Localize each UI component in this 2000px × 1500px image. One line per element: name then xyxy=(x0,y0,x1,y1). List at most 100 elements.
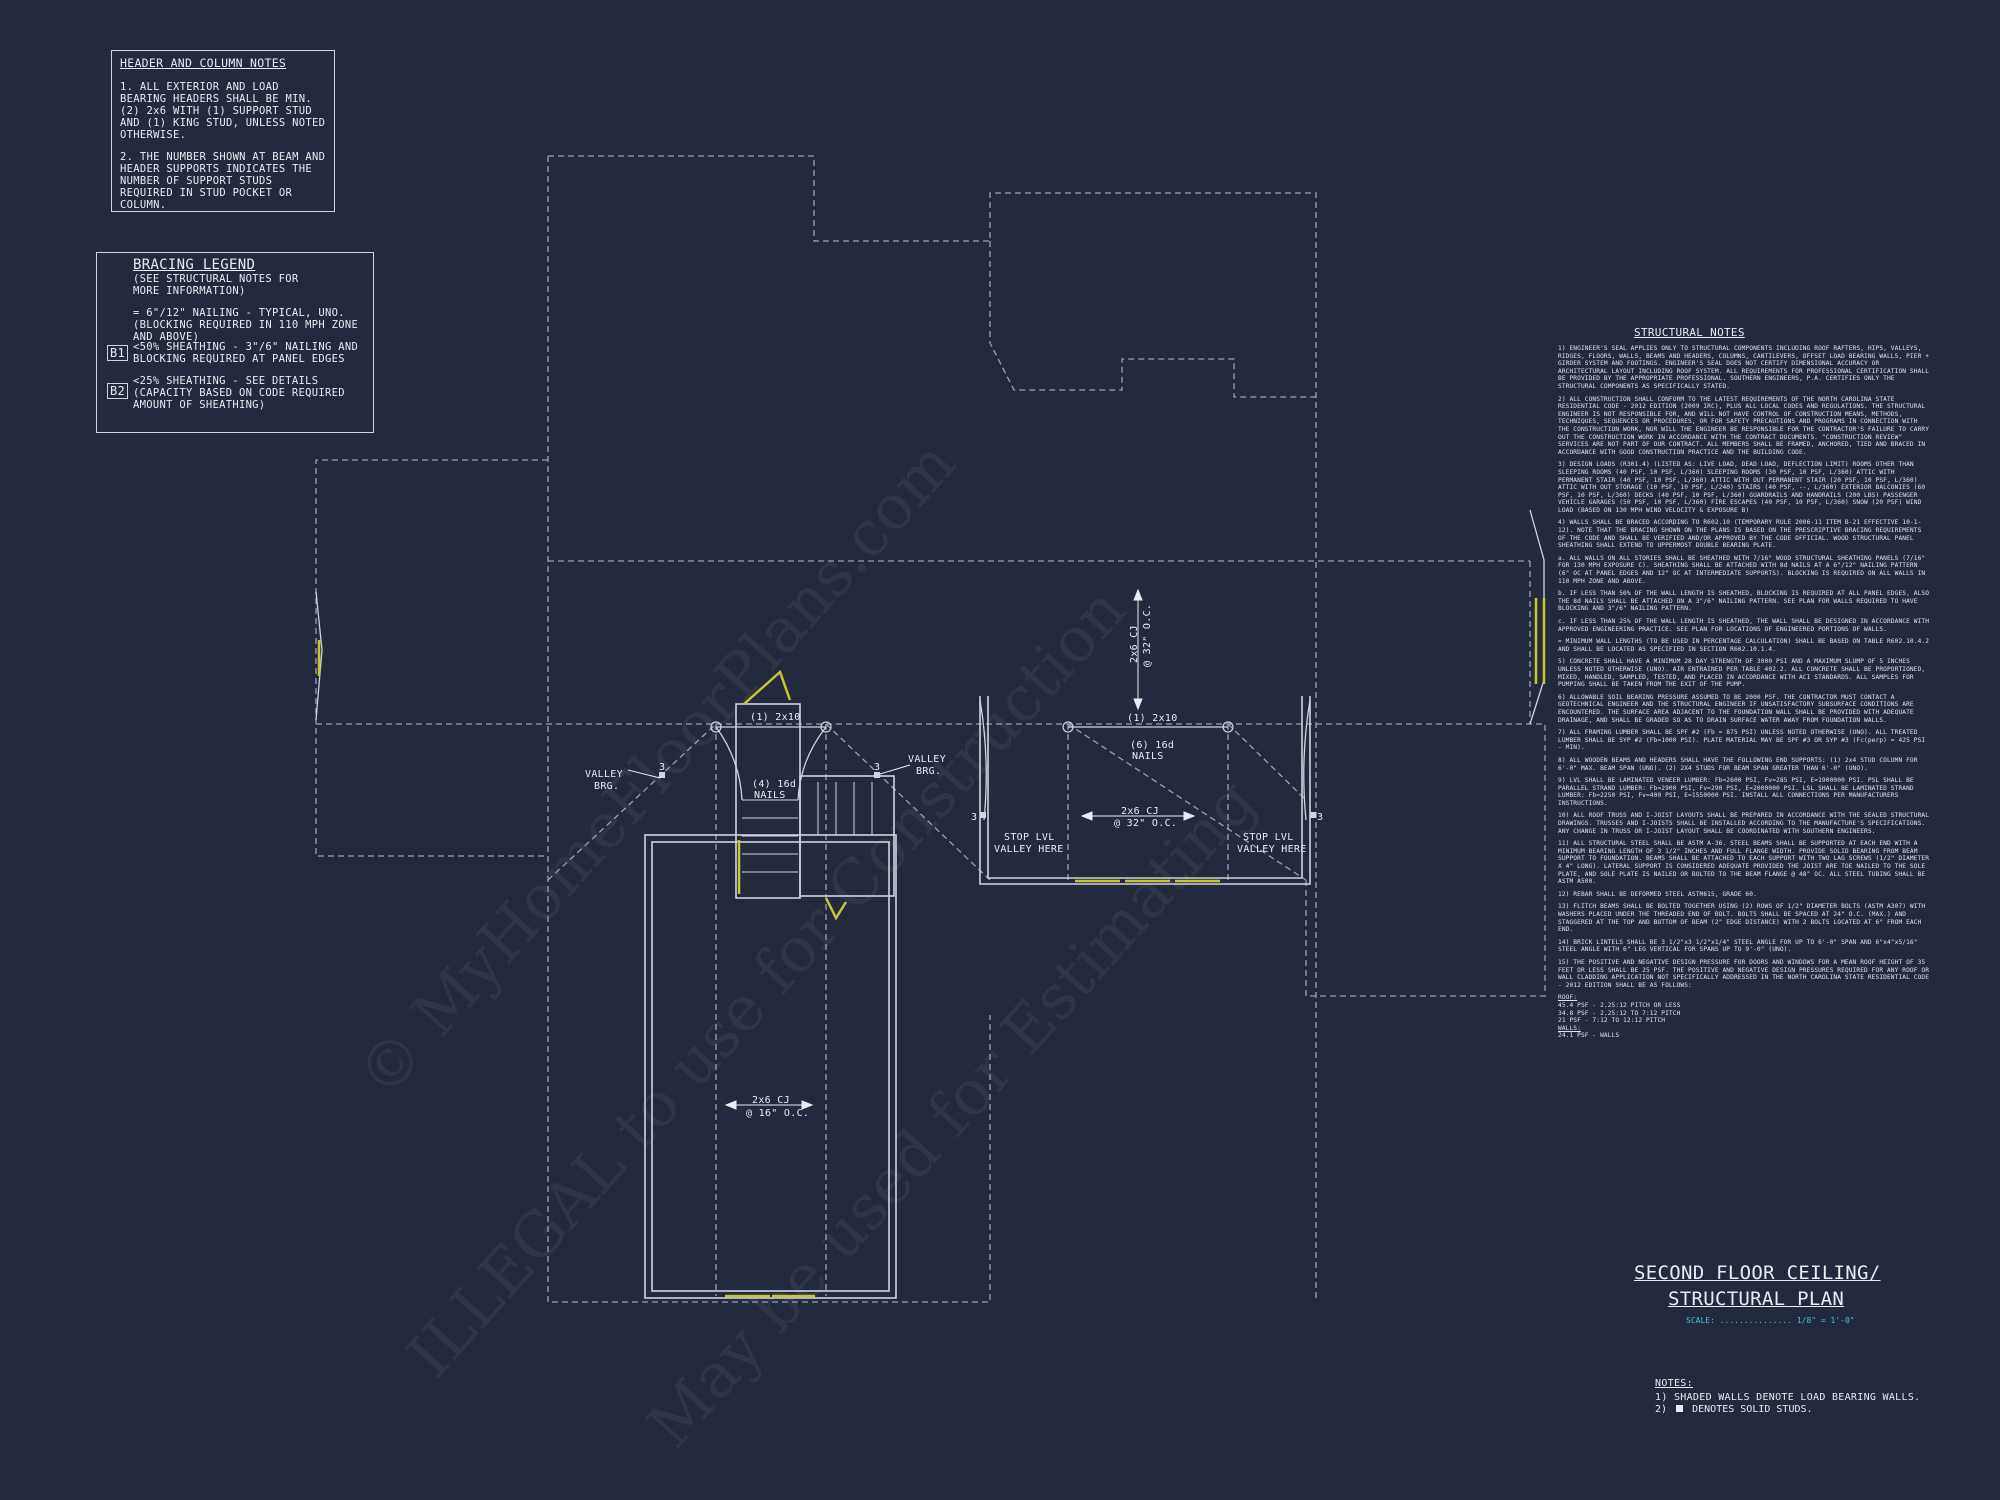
label-stud-3: 3 xyxy=(971,812,977,823)
label-stop-right-1: STOP LVL xyxy=(1243,832,1294,843)
column-1 xyxy=(710,721,722,733)
structural-note-11: 7) ALL FRAMING LUMBER SHALL BE SPF #2 (F… xyxy=(1558,729,1926,752)
label-valley-left-1: VALLEY xyxy=(585,769,623,780)
label-cj-vertical-1: 2x6 CJ xyxy=(1129,625,1140,663)
structural-note-14: 10) ALL ROOF TRUSS AND I-JOIST LAYOUTS S… xyxy=(1558,812,1930,835)
plan-title-line-2: STRUCTURAL PLAN xyxy=(1668,1288,1845,1310)
headers xyxy=(315,509,1545,821)
structural-note-15: 11) ALL STRUCTURAL STEEL SHALL BE ASTM A… xyxy=(1558,840,1930,886)
label-cj-mid-1: 2x6 CJ xyxy=(1121,806,1159,817)
bracing-markers xyxy=(317,598,1546,1298)
label-nails-right-2: NAILS xyxy=(1132,751,1164,762)
structural-note-17: 13) FLITCH BEAMS SHALL BE BOLTED TOGETHE… xyxy=(1558,903,1926,934)
label-valley-right-1: VALLEY xyxy=(908,754,946,765)
bracing-legend-box: BRACING LEGEND (SEE STRUCTURAL NOTES FOR… xyxy=(96,252,374,433)
valley-line-4 xyxy=(1227,723,1307,801)
valley-line-3 xyxy=(1067,723,1307,881)
plan-scale: SCALE: ............... 1/8" = 1'-0" xyxy=(1686,1316,1855,1325)
label-cj-vertical-2: @ 32" O.C. xyxy=(1142,604,1153,667)
stair-well xyxy=(735,703,801,899)
label-stop-left-1: STOP LVL xyxy=(1004,832,1055,843)
bottom-note-1: 1) SHADED WALLS DENOTE LOAD BEARING WALL… xyxy=(1655,1392,1921,1403)
structural-note-13: 9) LVL SHALL BE LAMINATED VENEER LUMBER:… xyxy=(1558,777,1914,807)
structural-note-3: 3) DESIGN LOADS (R301.4) (LISTED AS: LIV… xyxy=(1558,461,1926,514)
column-4 xyxy=(1222,721,1234,733)
roof-outline-left xyxy=(547,156,991,1303)
left-bay xyxy=(315,591,323,721)
columns xyxy=(710,721,1234,733)
label-cj-mid-2: @ 32" O.C. xyxy=(1114,818,1177,829)
lower-room-inner xyxy=(651,841,890,1292)
dimension-arrows xyxy=(627,588,1196,1110)
label-cj-low-1: 2x6 CJ xyxy=(752,1095,790,1106)
valley-line-1 xyxy=(547,723,717,881)
label-header-right: (1) 2x10 xyxy=(1127,713,1178,724)
solid-walls xyxy=(644,696,1311,1299)
roof-line: 34.8 PSF - 2.25:12 TO 7:12 PITCH xyxy=(1558,1009,1681,1017)
mid-room-wall xyxy=(979,696,1311,885)
structural-notes-title: STRUCTURAL NOTES xyxy=(1634,326,1745,339)
label-valley-left-2: BRG. xyxy=(594,781,619,792)
bracing-legend-subtitle: (SEE STRUCTURAL NOTES FOR MORE INFORMATI… xyxy=(133,273,299,297)
label-stop-left-2: VALLEY HERE xyxy=(994,844,1064,855)
structural-note-1: 1) ENGINEER'S SEAL APPLIES ONLY TO STRUC… xyxy=(1558,345,1930,390)
roof-line: 45.4 PSF - 2.25:12 PITCH OR LESS xyxy=(1558,1001,1681,1009)
label-cj-low-2: @ 16" O.C. xyxy=(746,1108,809,1119)
column-3 xyxy=(1062,721,1074,733)
walls-line: 24.1 PSF - WALLS xyxy=(1558,1032,1620,1040)
bracing-legend-item-1: = 6"/12" NAILING - TYPICAL, UNO. (BLOCKI… xyxy=(133,307,359,343)
mid-room-wall-inner xyxy=(987,696,1303,879)
stair-landing xyxy=(799,775,895,897)
label-nails-left-2: NAILS xyxy=(754,790,786,801)
valley-line-2 xyxy=(825,723,991,881)
structural-notes-body: 1) ENGINEER'S SEAL APPLIES ONLY TO STRUC… xyxy=(1558,345,1930,1040)
bottom-note-2-prefix: 2) xyxy=(1655,1404,1668,1415)
header-curve-2 xyxy=(797,726,827,801)
b2-text: <25% SHEATHING - SEE DETAILS (CAPACITY B… xyxy=(133,375,345,411)
label-valley-right-2: BRG. xyxy=(916,766,941,777)
structural-note-10: 6) ALLOWABLE SOIL BEARING PRESSURE ASSUM… xyxy=(1558,693,1914,724)
scale-label: SCALE: xyxy=(1686,1316,1715,1325)
plan-title-line-1: SECOND FLOOR CEILING/ xyxy=(1634,1262,1881,1284)
label-stud-2: 3 xyxy=(874,762,880,773)
roof-outline-dashed xyxy=(315,155,1546,1303)
scale-value: 1/8" = 1'-0" xyxy=(1796,1316,1855,1325)
header-column-notes-box: HEADER AND COLUMN NOTES 1. ALL EXTERIOR … xyxy=(111,50,335,212)
solid-studs xyxy=(659,772,1316,818)
hip-curve-right xyxy=(1303,699,1311,821)
structural-note-12: 8) ALL WOODEN BEAMS AND HEADERS SHALL HA… xyxy=(1558,756,1918,772)
left-wing-outline xyxy=(315,459,548,857)
b1-tag: B1 xyxy=(107,345,129,361)
roof-outline-notch xyxy=(989,241,1316,398)
structural-note-6: b. IF LESS THAN 50% OF THE WALL LENGTH I… xyxy=(1558,590,1930,613)
bottom-note-2: 2) DENOTES SOLID STUDS. xyxy=(1655,1404,1813,1416)
label-nails-right-1: (6) 16d xyxy=(1130,740,1174,751)
structural-note-16: 12) REBAR SHALL BE DEFORMED STEEL ASTM61… xyxy=(1558,890,1757,898)
structural-note-18: 14) BRICK LINTELS SHALL BE 3 1/2"x3 1/2"… xyxy=(1558,938,1918,954)
header-note-2: 2. THE NUMBER SHOWN AT BEAM AND HEADER S… xyxy=(120,151,326,211)
structural-note-5: a. ALL WALLS ON ALL STORIES SHALL BE SHE… xyxy=(1558,554,1926,585)
bottom-notes-title: NOTES: xyxy=(1655,1378,1693,1389)
structural-note-19: 15) THE POSITIVE AND NEGATIVE DESIGN PRE… xyxy=(1558,958,1930,989)
bottom-note-2-text: DENOTES SOLID STUDS. xyxy=(1692,1404,1813,1415)
roof-outline-upper xyxy=(548,155,1317,1300)
structural-note-2: 2) ALL CONSTRUCTION SHALL CONFORM TO THE… xyxy=(1558,395,1930,456)
structural-note-7: c. IF LESS THAN 25% OF THE WALL LENGTH I… xyxy=(1558,618,1930,633)
label-stop-right-2: VALLEY HERE xyxy=(1237,844,1307,855)
column-2 xyxy=(820,721,832,733)
structural-note-4: 4) WALLS SHALL BE BRACED ACCORDING TO R6… xyxy=(1558,519,1922,550)
b2-tag: B2 xyxy=(107,383,129,399)
lower-room-outer xyxy=(644,834,897,1299)
hip-curve-left xyxy=(979,699,987,821)
label-header-left: (1) 2x10 xyxy=(750,712,801,723)
door-swing-bottom xyxy=(824,897,848,921)
roof-line: 21 PSF - 7:12 TO 12:12 PITCH xyxy=(1558,1017,1666,1025)
right-wing-outline xyxy=(1305,723,1546,997)
structural-note-9: 5) CONCRETE SHALL HAVE A MINIMUM 28 DAY … xyxy=(1558,658,1926,689)
b1-text: <50% SHEATHING - 3"/6" NAILING AND BLOCK… xyxy=(133,341,359,365)
door-swing-top xyxy=(743,669,792,705)
label-nails-left-1: (4) 16d xyxy=(752,779,796,790)
header-curve-1 xyxy=(715,726,743,801)
header-note-1: 1. ALL EXTERIOR AND LOAD BEARING HEADERS… xyxy=(120,81,326,141)
